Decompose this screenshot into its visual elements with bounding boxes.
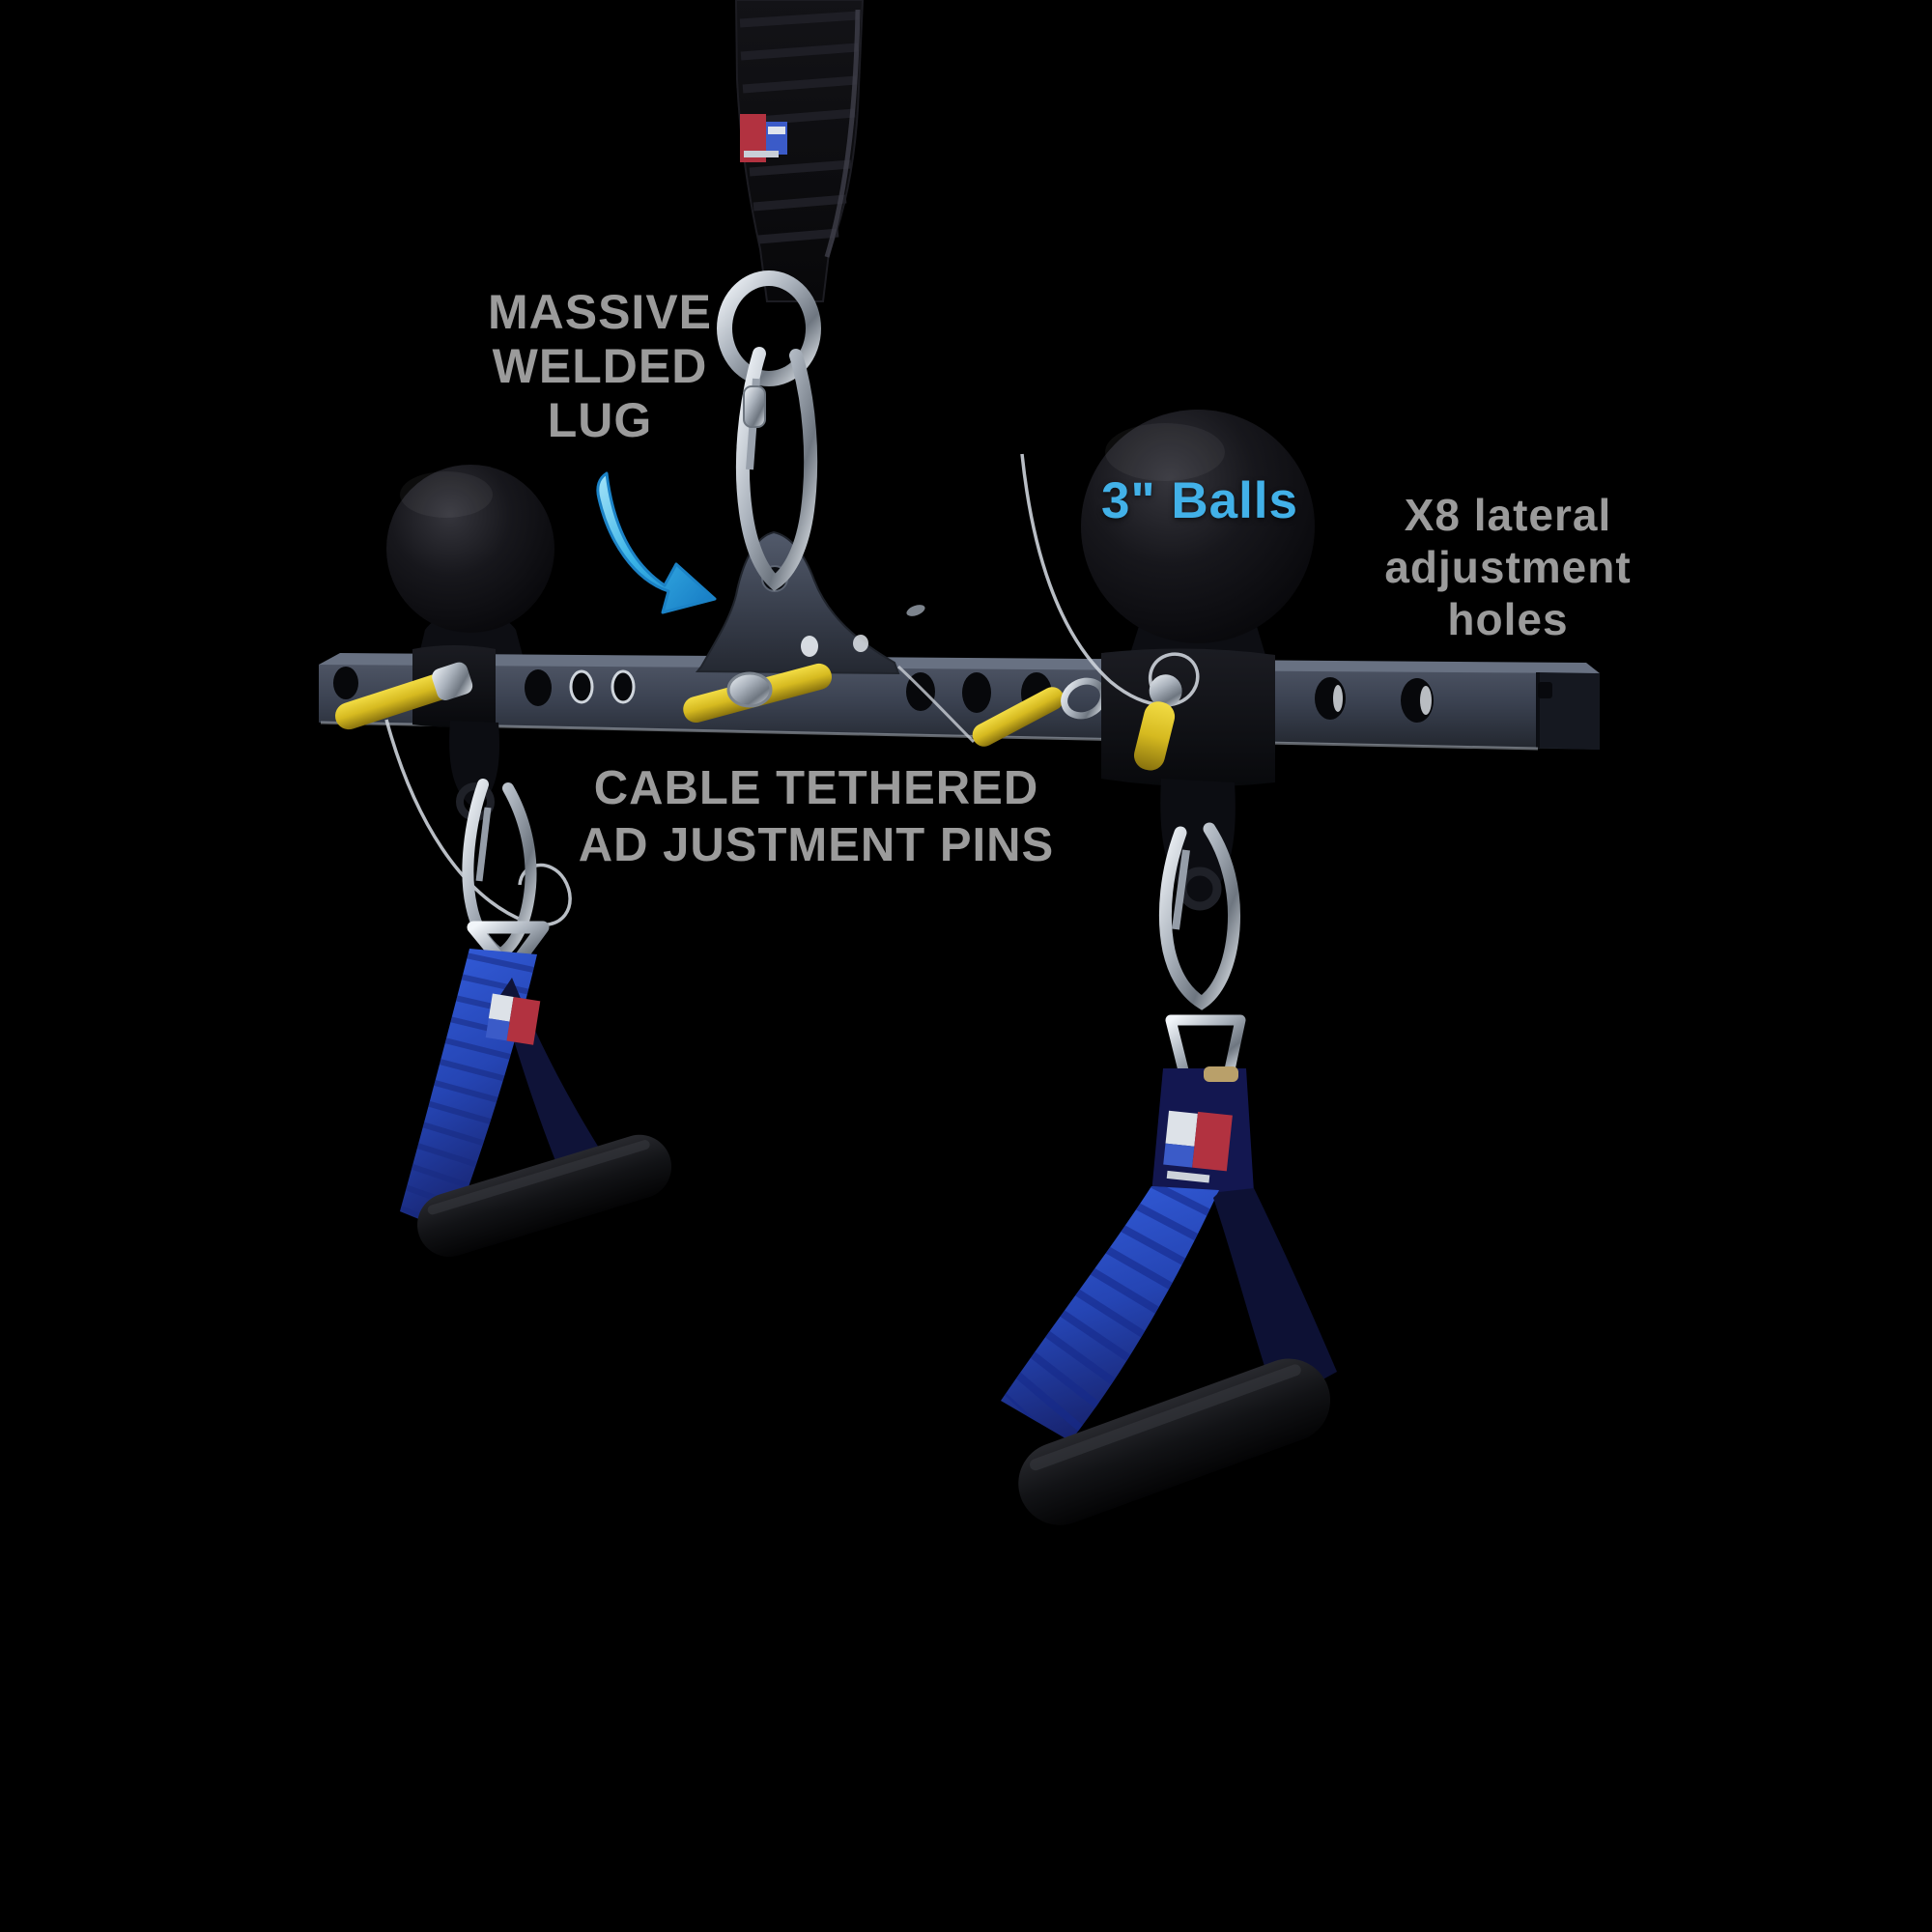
right-strap-buckle [1204,1066,1238,1082]
lug-pins [683,663,1107,747]
left-handle-grip [417,1134,672,1257]
right-ball-highlight [1105,423,1225,481]
right-mount [1020,453,1275,1080]
left-ball-highlight [400,471,493,518]
lateral-holes-label: X8 lateral adjustment holes [1349,489,1667,645]
adjustment-pins-label: CABLE TETHERED AD JUSTMENT PINS [546,760,1087,874]
right-collar [1101,648,1275,787]
ball-size-label: 3" Balls [1084,472,1316,530]
massive-welded-lug-label: MASSIVE WELDED LUG [407,285,793,447]
right-strap-label [1163,1110,1233,1183]
left-adjustment-pin [335,662,473,730]
bar-hole [333,667,358,699]
left-triangle-ring [467,921,550,979]
lug-plate [695,530,900,675]
weld-speck [906,605,925,616]
bar-hole [611,669,636,704]
right-carabiner [1158,822,1240,1010]
crossbar [319,653,1600,751]
hanging-strap [734,0,865,302]
lug-label-line: WELDED [492,339,708,393]
main-carabiner-body [735,347,818,591]
bar-hole [569,669,594,704]
pins-label-line: CABLE TETHERED [593,762,1039,814]
left-strap-ribs [400,951,537,1233]
right-handle-strap-back [1213,1188,1337,1405]
bar-bottom-highlight [320,721,1539,751]
lug-label-line: LUG [547,393,653,447]
right-d-ring [1165,1014,1246,1080]
left-ball-sphere [386,465,554,633]
top-ring [717,270,821,386]
welded-lug [695,530,925,675]
bar-hole-glint [1333,685,1343,712]
stored-pin-right [972,687,1065,747]
bar-hole [962,672,991,713]
right-adjustment-pin [1133,674,1182,771]
ball-size-label-text: 3" Balls [1100,472,1298,529]
left-handle [400,949,672,1257]
strap-brand-label [740,114,787,162]
weld-speck [853,635,868,652]
holes-label-line: X8 lateral [1404,490,1612,540]
right-ball [1081,410,1315,681]
bar-hole [525,669,552,706]
left-mount [335,645,572,979]
right-handle [1001,1066,1337,1525]
holes-label-line: adjustment [1384,542,1632,592]
carabiner-screwlock [743,385,766,428]
main-carabiner [735,347,818,591]
lug-label-line: MASSIVE [487,285,713,339]
pins-label-line: AD JUSTMENT PINS [578,819,1055,871]
pin-tether-strand [896,665,976,744]
bar-right-endcap [1538,672,1600,750]
strap-edge-highlight [824,9,861,258]
right-carabiner-gate [1172,849,1190,930]
lug-pointer-arrow-icon [596,471,717,614]
weld-speck [801,636,818,657]
right-ball-sphere [1081,410,1315,643]
strap-texture [739,11,860,244]
left-carabiner-gate [475,807,492,882]
holes-label-line: holes [1447,594,1569,644]
right-handle-grip [1018,1358,1331,1525]
bar-hole-glint [1420,686,1432,715]
stored-pin-left-clip [726,671,773,708]
left-strap-label [485,993,541,1045]
bar-hole [1538,682,1552,698]
